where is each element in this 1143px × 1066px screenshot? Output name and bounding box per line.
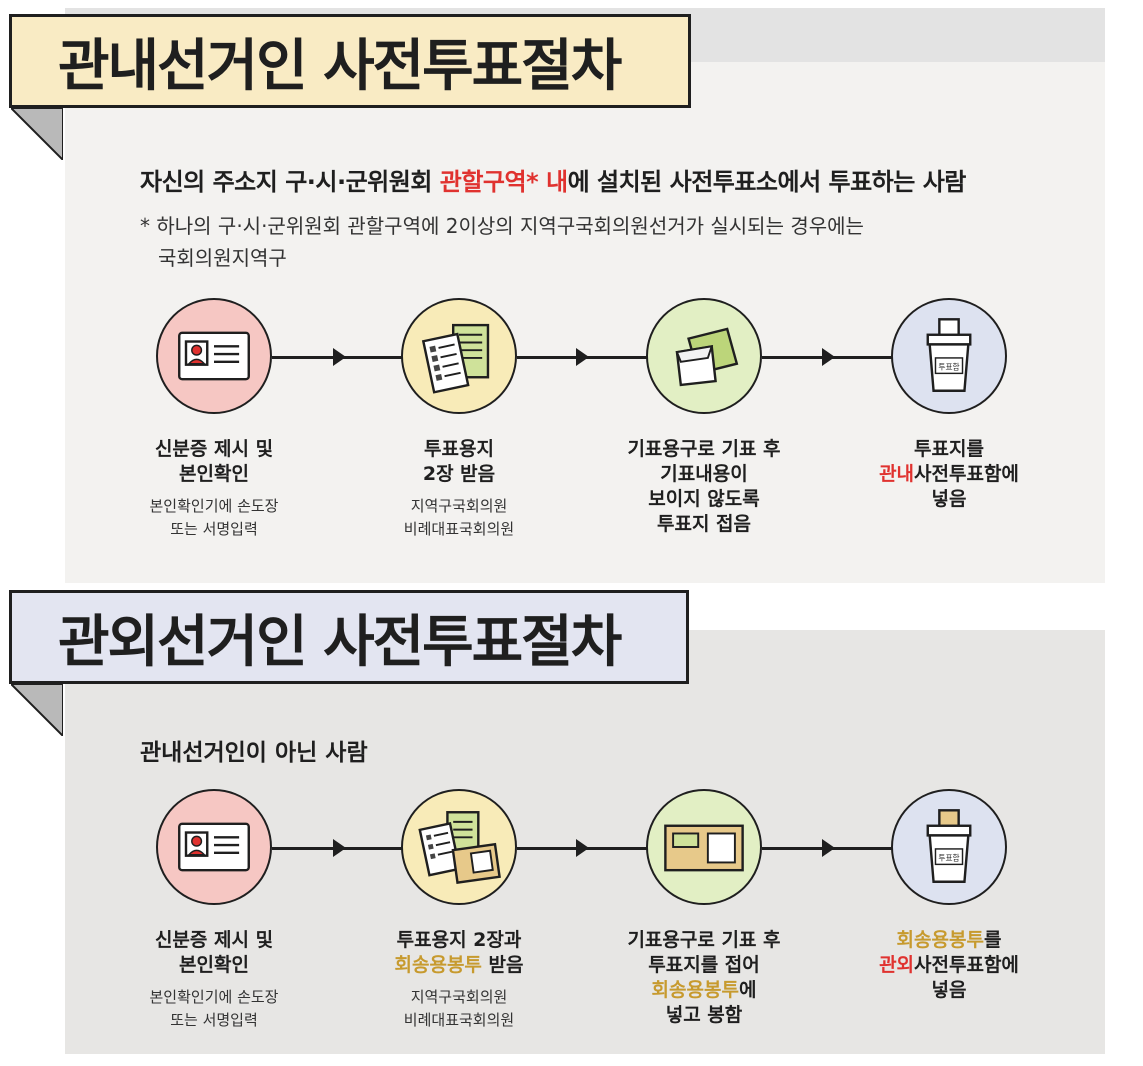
step-title-line: 투표지 접음 bbox=[656, 513, 751, 535]
id-card-icon bbox=[156, 789, 272, 905]
footnote-line-2: 국회의원지역구 bbox=[158, 246, 287, 270]
step-title-line: 신분증 제시 및 bbox=[154, 929, 274, 951]
step-title-line: 본인확인 bbox=[179, 463, 249, 485]
section-in-title: 관내선거인 사전투표절차 bbox=[9, 14, 691, 108]
step-subtitle-line: 또는 서명입력 bbox=[170, 520, 258, 538]
banner-fold-bottom bbox=[11, 684, 63, 736]
desc-suffix: 에 설치된 사전투표소에서 투표하는 사람 bbox=[567, 168, 967, 196]
step-title-line: 를 bbox=[983, 929, 1002, 951]
step-title-line: 투표용지 2장과 bbox=[396, 929, 522, 951]
step-title-line: 투표지를 bbox=[914, 438, 984, 460]
step-title-line: 넣고 봉함 bbox=[665, 1004, 743, 1026]
step-title-line: 기표용구로 기표 후 bbox=[627, 438, 781, 460]
section-in-footnote: * 하나의 구·시·군위원회 관할구역에 2이상의 지역구국회의원선거가 실시되… bbox=[140, 210, 864, 274]
step-in-4: 투표지를 관내사전투표함에 넣음 bbox=[829, 437, 1069, 512]
step-title-line: 본인확인 bbox=[179, 954, 249, 976]
envelope-icon bbox=[646, 789, 762, 905]
arrow-right-icon bbox=[822, 839, 835, 857]
section-out-description: 관내선거인이 아닌 사람 bbox=[140, 740, 368, 766]
arrow-right-icon bbox=[333, 348, 346, 366]
section-in-description: 자신의 주소지 구·시·군위원회 관할구역* 내에 설치된 사전투표소에서 투표… bbox=[140, 162, 966, 197]
step-subtitle-line: 비례대표국회의원 bbox=[403, 520, 515, 538]
step-title-line: 받음 bbox=[481, 954, 524, 976]
step-title-line: 투표용지 bbox=[424, 438, 494, 460]
step-out-4: 회송용봉투를 관외사전투표함에 넣음 bbox=[829, 928, 1069, 1003]
ballot-box-icon: 투표함 bbox=[891, 298, 1007, 414]
folded-ballot-icon bbox=[646, 298, 762, 414]
footnote-line-1: * 하나의 구·시·군위원회 관할구역에 2이상의 지역구국회의원선거가 실시되… bbox=[140, 214, 864, 238]
ballot-box-label: 투표함 bbox=[938, 363, 959, 372]
step-title-line: 신분증 제시 및 bbox=[154, 438, 274, 460]
step-subtitle-line: 본인확인기에 손도장 bbox=[149, 988, 279, 1006]
ballot-box-icon: 투표함 bbox=[891, 789, 1007, 905]
step-subtitle-line: 본인확인기에 손도장 bbox=[149, 497, 279, 515]
step-title-line: 넣음 bbox=[931, 488, 967, 510]
step-title-line: 보이지 않도록 bbox=[648, 488, 760, 510]
step-subtitle-line: 또는 서명입력 bbox=[170, 1011, 258, 1029]
highlight-text: 관내 bbox=[879, 463, 915, 485]
ballot-box-label: 투표함 bbox=[938, 854, 959, 863]
arrow-right-icon bbox=[822, 348, 835, 366]
highlight-text: 회송용봉투 bbox=[896, 929, 984, 951]
step-out-3: 기표용구로 기표 후 투표지를 접어 회송용봉투에 넣고 봉함 bbox=[584, 928, 824, 1028]
arrow-right-icon bbox=[576, 348, 589, 366]
step-subtitle-line: 비례대표국회의원 bbox=[403, 1011, 515, 1029]
step-title-line: 2장 받음 bbox=[422, 463, 496, 485]
desc-highlight: 관할구역* 내 bbox=[439, 168, 568, 196]
ballot-papers-icon bbox=[401, 298, 517, 414]
step-subtitle-line: 지역구국회의원 bbox=[410, 988, 508, 1006]
desc-prefix: 자신의 주소지 구·시·군위원회 bbox=[140, 168, 440, 196]
id-card-icon bbox=[156, 298, 272, 414]
step-title-line: 투표지를 접어 bbox=[648, 954, 760, 976]
arrow-right-icon bbox=[576, 839, 589, 857]
step-in-3: 기표용구로 기표 후 기표내용이 보이지 않도록 투표지 접음 bbox=[584, 437, 824, 537]
step-title-line: 에 bbox=[738, 979, 757, 1001]
step-title-line: 기표용구로 기표 후 bbox=[627, 929, 781, 951]
step-title-line: 기표내용이 bbox=[660, 463, 748, 485]
section-out-title: 관외선거인 사전투표절차 bbox=[9, 590, 689, 684]
step-title-line: 사전투표함에 bbox=[914, 954, 1019, 976]
step-title-line: 사전투표함에 bbox=[914, 463, 1019, 485]
highlight-text: 관외 bbox=[879, 954, 915, 976]
highlight-text: 회송용봉투 bbox=[394, 954, 482, 976]
ballot-envelope-icon bbox=[401, 789, 517, 905]
highlight-text: 회송용봉투 bbox=[651, 979, 739, 1001]
step-title-line: 넣음 bbox=[931, 979, 967, 1001]
step-subtitle-line: 지역구국회의원 bbox=[410, 497, 508, 515]
arrow-right-icon bbox=[333, 839, 346, 857]
banner-fold-top bbox=[11, 108, 63, 160]
